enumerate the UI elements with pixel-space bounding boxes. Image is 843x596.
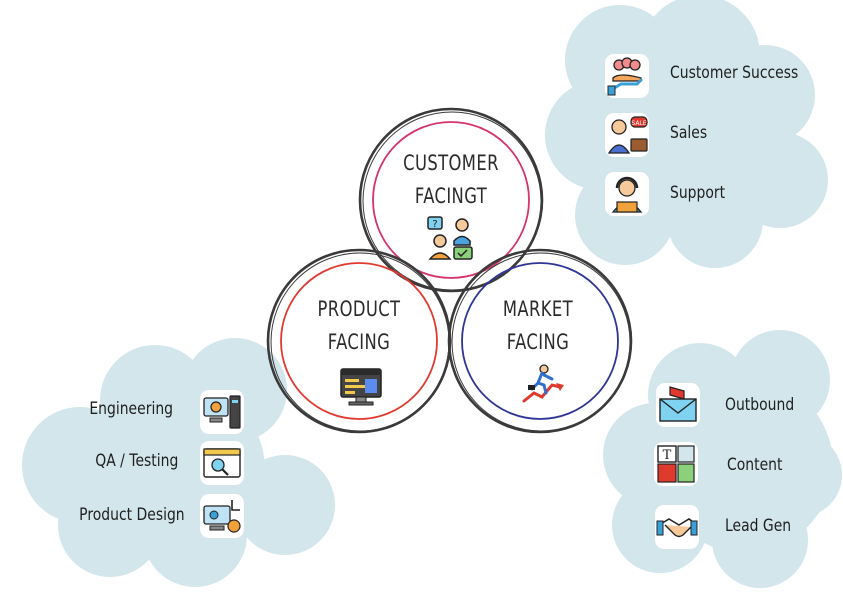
ring-market: [447, 248, 633, 434]
ring-title-customer-line2: FACINGt: [414, 184, 488, 208]
ring-title-product-line1: PRODUCT: [317, 297, 401, 321]
ring-customer: [358, 107, 544, 293]
search-window-icon: [200, 441, 244, 485]
item-engineering: Engineering: [89, 399, 173, 419]
item-customer-success: Customer Success: [670, 63, 799, 83]
ring-title-customer-line1: CUSTOMER: [403, 151, 499, 175]
design-tools-icon: [200, 494, 244, 538]
salesperson-icon: SALE: [605, 113, 649, 157]
ring-title-customer: CUSTOMER FACINGt: [393, 147, 510, 213]
ring-title-market-line1: MARKET: [502, 297, 574, 321]
ring-title-market: MARKET FACING: [480, 293, 597, 359]
growth-runner-icon: [520, 363, 568, 405]
customer-support-icon: ?: [426, 215, 476, 261]
handshake-icon: [655, 505, 699, 549]
item-support: Support: [670, 183, 726, 203]
item-qa-testing: QA / Testing: [94, 451, 178, 471]
cloud-market: [603, 330, 842, 588]
ring-title-product-line2: FACING: [327, 330, 391, 354]
item-product-design: Product Design: [79, 505, 185, 525]
item-lead-gen: Lead Gen: [725, 516, 792, 536]
ring-title-product: PRODUCT FACING: [301, 293, 418, 359]
hand-team-icon: [605, 54, 649, 98]
svg-text:?: ?: [432, 219, 437, 230]
svg-text:SALE: SALE: [631, 120, 646, 127]
item-sales: Sales: [670, 123, 708, 143]
content-layout-icon: T: [654, 442, 698, 486]
gear-computer-icon: [200, 390, 244, 434]
ring-title-market-line2: FACING: [506, 330, 570, 354]
svg-text:T: T: [663, 448, 672, 463]
headset-agent-icon: [605, 172, 649, 216]
megaphone-mail-icon: [656, 383, 700, 427]
item-content: Content: [727, 455, 783, 475]
code-monitor-icon: [339, 367, 383, 407]
item-outbound: Outbound: [725, 395, 795, 415]
cloud-product: [22, 338, 335, 587]
